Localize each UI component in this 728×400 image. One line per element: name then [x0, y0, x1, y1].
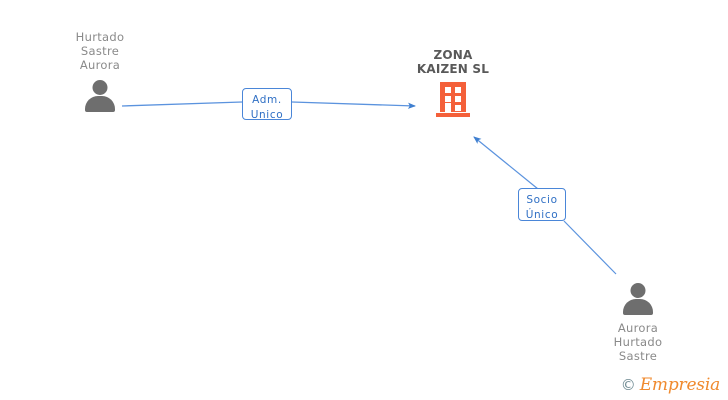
person-icon — [83, 80, 117, 112]
building-base-shape — [436, 113, 470, 117]
brand-name-label: Empresia — [639, 375, 720, 395]
person-label-aurora-hurtado-sastre: Aurora Hurtado Sastre — [613, 321, 663, 363]
person-head-shape — [630, 283, 646, 298]
building-door — [445, 103, 451, 112]
building-window — [455, 96, 461, 102]
person-body-shape — [85, 96, 115, 112]
building-window — [445, 96, 451, 102]
relation-label-adm-unico[interactable]: Adm. Unico — [242, 88, 292, 121]
copyright-icon: © — [620, 376, 636, 394]
person-head-shape — [92, 80, 108, 95]
person-node-hurtado-sastre-aurora[interactable]: Hurtado Sastre Aurora — [30, 30, 170, 112]
company-node-zona-kaizen-sl[interactable]: ZONA KAIZEN SL — [368, 48, 538, 117]
edge-socio-box-to-company — [473, 136, 539, 190]
edge-person-bottom-right-to-socio-box — [563, 220, 617, 275]
person-node-aurora-hurtado-sastre[interactable]: Aurora Hurtado Sastre — [568, 283, 708, 363]
person-label-hurtado-sastre-aurora: Hurtado Sastre Aurora — [75, 30, 125, 72]
building-window — [455, 105, 461, 111]
building-tower-shape — [440, 82, 466, 112]
watermark-empresia: © Empresia — [621, 377, 720, 394]
building-window — [455, 87, 461, 93]
person-body-shape — [623, 299, 653, 315]
relation-label-socio-unico[interactable]: Socio Único — [518, 188, 566, 221]
person-icon — [621, 283, 655, 315]
building-icon — [436, 82, 470, 117]
company-name-label: ZONA KAIZEN SL — [416, 48, 490, 76]
building-window — [445, 87, 451, 93]
